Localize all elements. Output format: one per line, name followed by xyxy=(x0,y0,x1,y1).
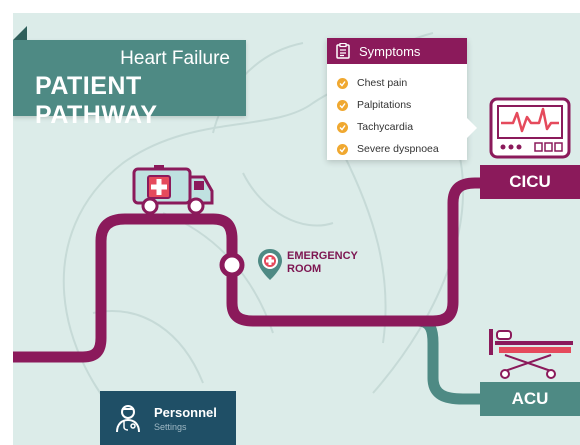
popup-pointer xyxy=(467,118,477,138)
er-line-1: EMERGENCY xyxy=(287,250,358,262)
check-icon xyxy=(337,121,348,133)
personnel-subtitle: Settings xyxy=(154,421,187,432)
acu-path xyxy=(417,315,483,405)
junction-node xyxy=(219,252,245,278)
list-item: Tachycardia xyxy=(337,116,467,138)
personnel-title: Personnel xyxy=(154,404,217,420)
ambulance-icon xyxy=(132,165,214,215)
title-subtitle: Heart Failure xyxy=(120,48,230,69)
cicu-station-button[interactable]: CICU xyxy=(480,165,580,199)
list-item: Chest pain xyxy=(337,72,467,94)
symptoms-list: Chest pain Palpitations Tachycardia Seve… xyxy=(327,64,467,160)
clipboard-icon xyxy=(336,43,350,59)
symptoms-popup[interactable]: Symptoms Chest pain Palpitations Tachyca… xyxy=(327,38,477,160)
symptoms-header: Symptoms xyxy=(327,38,467,64)
title-card-fold xyxy=(13,26,27,40)
personnel-text: Personnel Settings xyxy=(154,405,217,432)
list-item: Palpitations xyxy=(337,94,467,116)
title-card: Heart Failure PATIENT PATHWAY xyxy=(13,26,246,129)
symptom-label: Chest pain xyxy=(357,77,408,89)
personnel-settings-button[interactable]: Personnel Settings xyxy=(100,391,236,445)
symptom-label: Palpitations xyxy=(357,99,412,111)
er-line-2: ROOM xyxy=(287,263,322,275)
symptom-label: Severe dyspnoea xyxy=(357,143,439,155)
list-item: Severe dyspnoea xyxy=(337,138,467,160)
check-icon xyxy=(337,99,348,111)
symptom-label: Tachycardia xyxy=(357,121,414,133)
heart-monitor-icon xyxy=(489,97,571,159)
check-icon xyxy=(337,143,348,155)
map-pin-icon xyxy=(258,249,282,280)
page-title: PATIENT PATHWAY xyxy=(35,72,158,129)
doctor-icon xyxy=(116,405,140,433)
check-icon xyxy=(337,77,348,89)
pathway-map xyxy=(13,32,573,434)
symptoms-title: Symptoms xyxy=(359,43,421,59)
acu-label: ACU xyxy=(511,389,549,408)
emergency-room-label[interactable]: EMERGENCY ROOM xyxy=(287,250,358,276)
pathway-canvas: Heart Failure PATIENT PATHWAY Symptoms C… xyxy=(13,13,580,445)
hospital-bed-icon xyxy=(489,329,573,379)
cicu-label: CICU xyxy=(509,172,551,191)
acu-station-button[interactable]: ACU xyxy=(480,382,580,416)
